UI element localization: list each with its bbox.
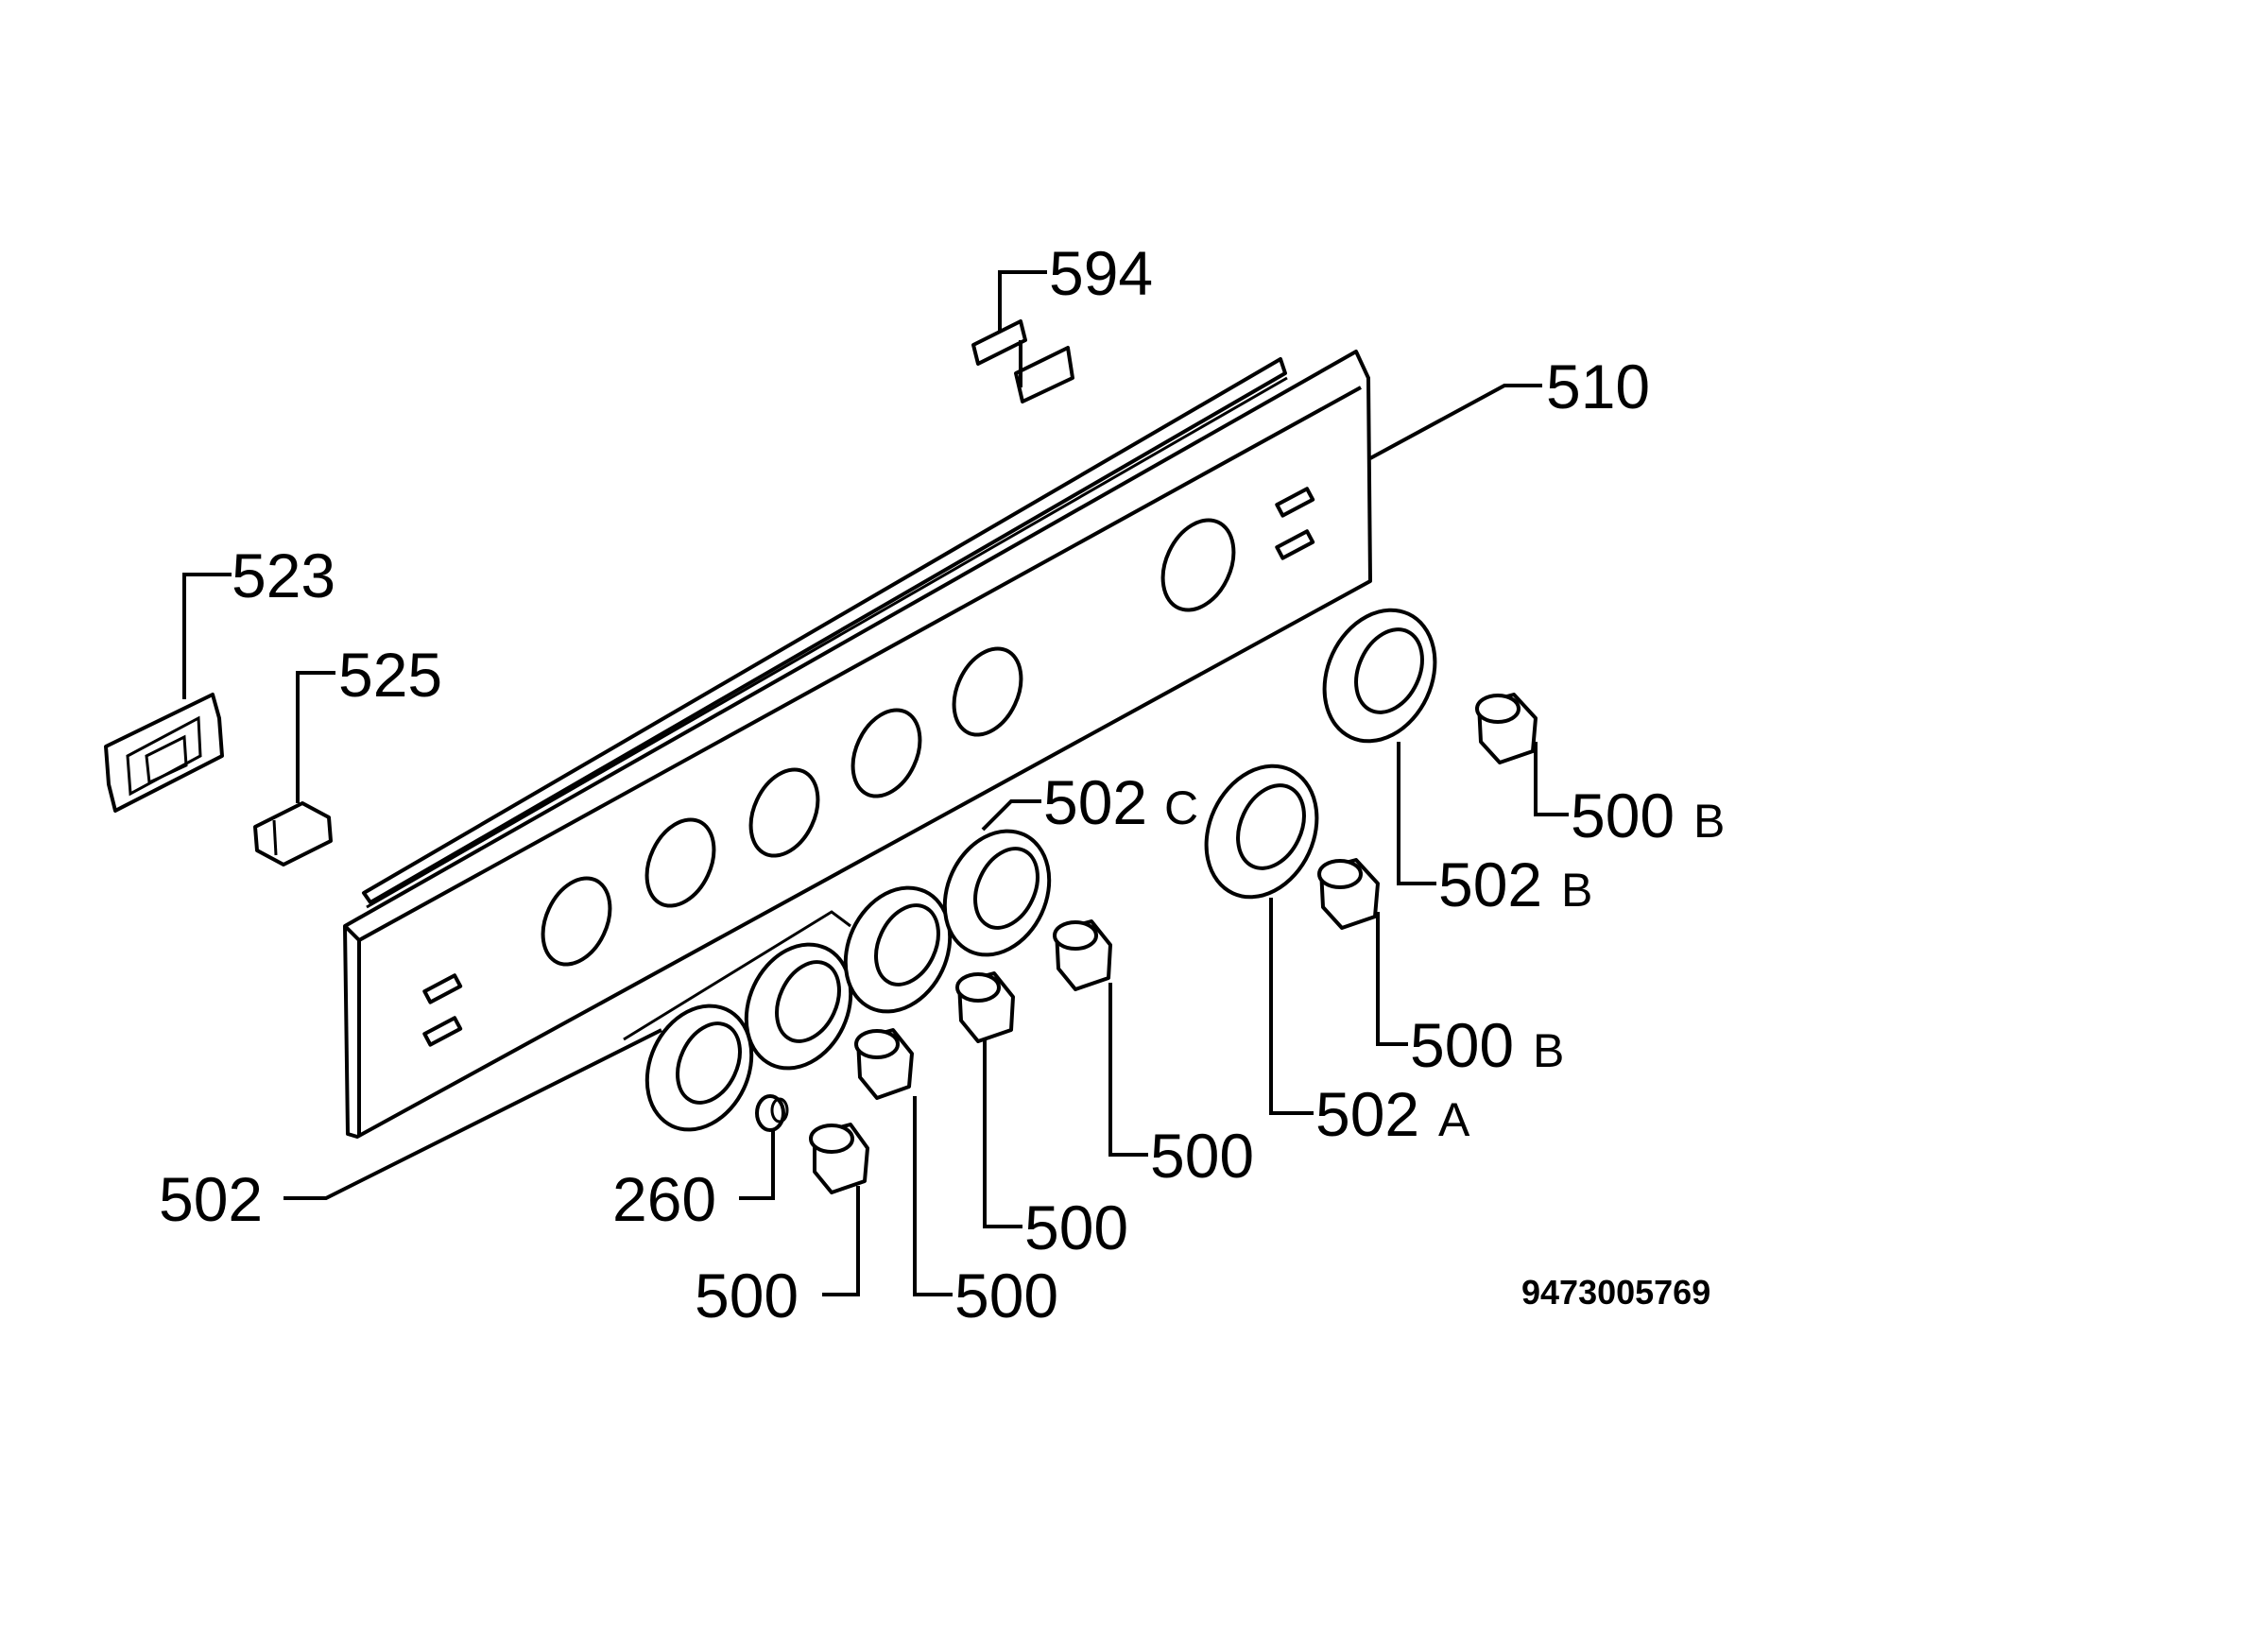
label-502b-suffix: B: [1561, 864, 1592, 917]
leader-502b: [1397, 742, 1436, 885]
label-500-right: 500: [1150, 1121, 1254, 1191]
leader-500-mid: [983, 1038, 1022, 1228]
label-502a: 502: [1315, 1079, 1419, 1149]
drawing-number: 9473005769: [1521, 1273, 1710, 1312]
leader-260: [739, 1129, 775, 1200]
label-500-bottom-left: 500: [695, 1261, 799, 1330]
label-500-lower: 500: [954, 1261, 1058, 1330]
knob-500-mid: [955, 971, 1015, 1043]
label-502b: 502: [1438, 849, 1542, 919]
bezel-502-3: [843, 885, 953, 1014]
label-500b-mid-suffix: B: [1533, 1024, 1564, 1077]
part-260-spring: [755, 1094, 789, 1132]
leader-502c: [981, 799, 1041, 832]
leader-500b-top: [1534, 742, 1569, 816]
knob-500b-top: [1475, 693, 1538, 764]
part-525: [253, 671, 335, 866]
label-502c: 502: [1043, 767, 1147, 837]
leader-500b-mid: [1376, 912, 1408, 1046]
label-502c-suffix: C: [1164, 781, 1198, 834]
leader-502a: [1269, 898, 1314, 1115]
label-523: 523: [232, 540, 335, 610]
leader-500-right: [1108, 983, 1148, 1157]
label-502a-suffix: A: [1438, 1093, 1470, 1146]
bezel-502c: [942, 829, 1052, 957]
bezel-502a: [1204, 764, 1319, 900]
bezel-502b: [1322, 608, 1437, 744]
label-260: 260: [612, 1164, 716, 1234]
knob-500-right: [1053, 919, 1112, 991]
control-panel-510: [343, 350, 1372, 1139]
leader-500-lower: [913, 1096, 953, 1296]
label-500-mid: 500: [1024, 1192, 1128, 1262]
label-525: 525: [338, 640, 442, 710]
knob-500b-mid: [1317, 858, 1380, 930]
knob-500-bottom-left: [809, 1123, 869, 1194]
leader-502: [284, 1028, 662, 1200]
label-500b-top-suffix: B: [1693, 795, 1725, 848]
bezel-502: [644, 1004, 754, 1132]
knob-500-lower: [854, 1028, 914, 1100]
label-500b-top: 500: [1571, 781, 1675, 850]
label-510: 510: [1546, 352, 1650, 421]
label-500b-mid: 500: [1410, 1010, 1514, 1080]
label-502: 502: [159, 1164, 263, 1234]
leader-510: [1369, 384, 1542, 460]
leader-500-bottom-left: [822, 1186, 860, 1296]
part-594: [971, 270, 1074, 403]
part-523: [104, 573, 232, 813]
label-594: 594: [1049, 238, 1153, 308]
bezel-502-2: [744, 942, 853, 1071]
